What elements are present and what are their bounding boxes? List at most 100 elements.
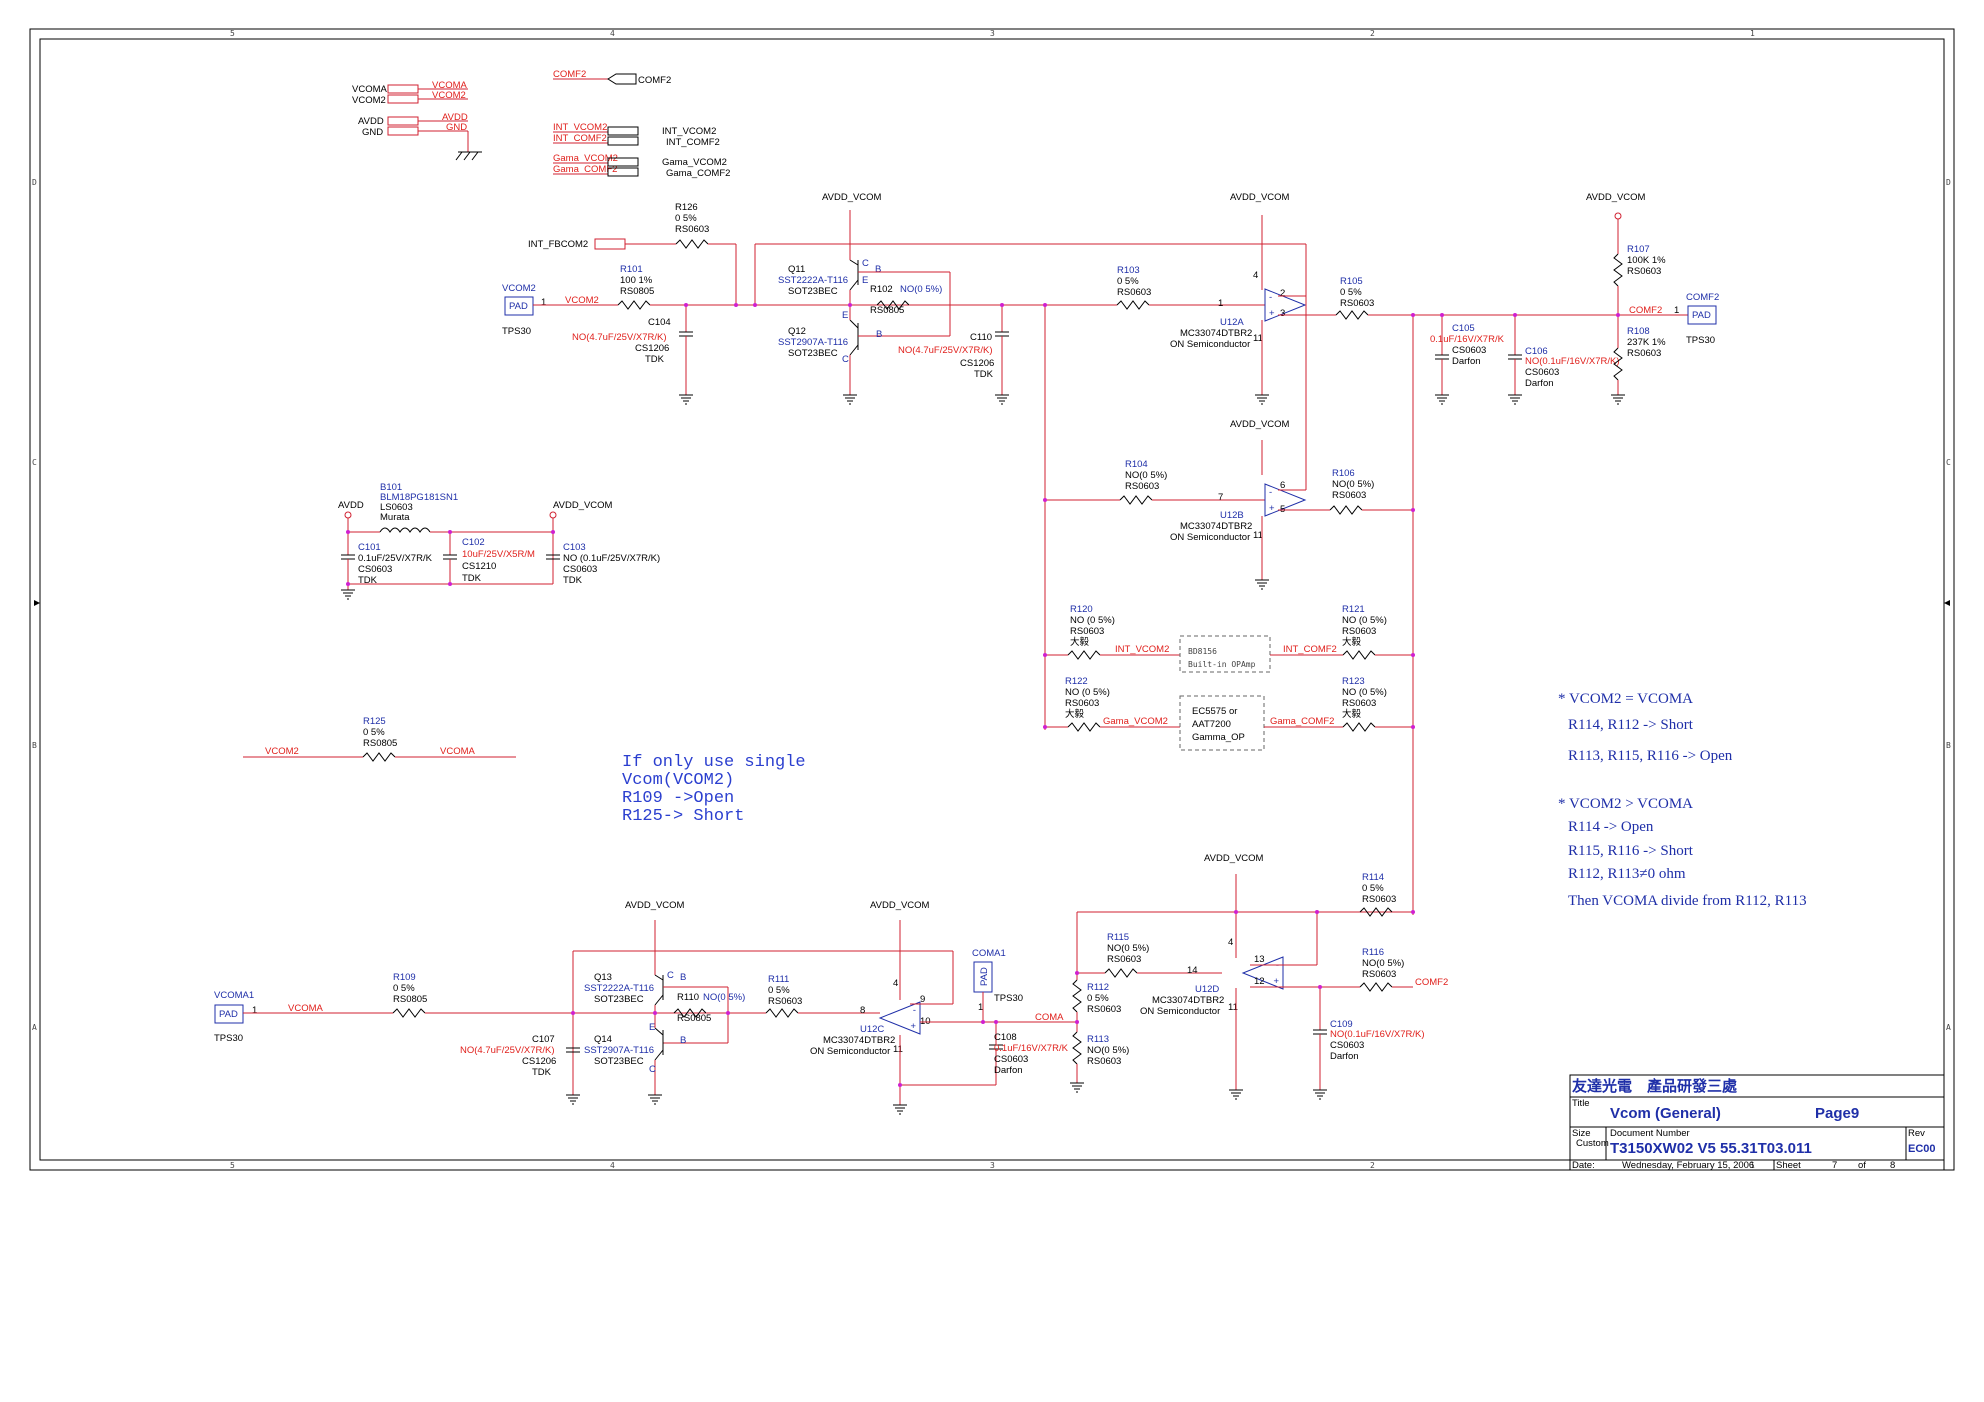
svg-text:TDK: TDK	[563, 575, 583, 586]
svg-text:RS0603: RS0603	[1117, 287, 1151, 298]
svg-text:AVDD: AVDD	[358, 116, 384, 127]
svg-text:RS0805: RS0805	[870, 305, 904, 316]
svg-text:100K 1%: 100K 1%	[1627, 255, 1666, 266]
svg-text:5: 5	[230, 1161, 235, 1170]
comf2-pad[interactable]	[1687, 305, 1717, 325]
single-vcom-note: If only use single Vcom(VCOM2) R109 ->Op…	[622, 753, 806, 826]
vcom2-pad[interactable]	[504, 296, 534, 316]
svg-text:NO(0 5%): NO(0 5%)	[1087, 1045, 1129, 1056]
svg-text:0 5%: 0 5%	[1117, 276, 1139, 287]
svg-text:GND: GND	[446, 122, 467, 133]
svg-text:NO (0 5%): NO (0 5%)	[1070, 615, 1115, 626]
svg-text:R112, R113≠0 ohm: R112, R113≠0 ohm	[1568, 866, 1686, 882]
svg-text:VCOM2: VCOM2	[565, 295, 599, 306]
svg-text:3: 3	[1280, 308, 1285, 319]
svg-text:TDK: TDK	[462, 573, 482, 584]
svg-text:RS0603: RS0603	[1362, 969, 1396, 980]
svg-text:CS0603: CS0603	[1452, 345, 1486, 356]
title-block: 友達光電 產品研發三處 Title Vcom (General) Page9 S…	[1569, 1074, 1945, 1171]
svg-text:NO(4.7uF/25V/X7R/K): NO(4.7uF/25V/X7R/K)	[898, 345, 993, 356]
svg-text:C: C	[842, 354, 849, 365]
svg-text:14: 14	[1187, 965, 1198, 976]
alt-source-section: INT_VCOM2 R120 NO (0 5%) RS0603 大毅 BD815…	[1045, 604, 1413, 751]
svg-text:Q13: Q13	[594, 972, 612, 983]
svg-text:NO(4.7uF/25V/X7R/K): NO(4.7uF/25V/X7R/K)	[572, 332, 667, 343]
svg-text:INT_COMF2: INT_COMF2	[666, 137, 720, 148]
svg-text:E: E	[862, 275, 868, 286]
svg-text:B: B	[876, 329, 882, 340]
svg-text:AVDD_VCOM: AVDD_VCOM	[625, 900, 685, 911]
svg-text:0 5%: 0 5%	[675, 213, 697, 224]
svg-text:C104: C104	[648, 317, 671, 328]
svg-text:1: 1	[1750, 29, 1755, 38]
bd8156-block	[1179, 635, 1271, 673]
svg-text:AVDD_VCOM: AVDD_VCOM	[822, 192, 882, 203]
svg-text:2: 2	[1370, 29, 1375, 38]
svg-text:BLM18PG181SN1: BLM18PG181SN1	[380, 492, 458, 503]
svg-text:Gama_VCOM2: Gama_VCOM2	[553, 153, 618, 164]
svg-text:RS0603: RS0603	[1125, 481, 1159, 492]
svg-text:R109 ->Open: R109 ->Open	[622, 789, 734, 808]
svg-text:Murata: Murata	[380, 512, 410, 523]
svg-text:C: C	[1946, 458, 1951, 467]
svg-text:1: 1	[252, 1005, 257, 1016]
svg-text:R102: R102	[870, 284, 893, 295]
svg-text:Vcom(VCOM2): Vcom(VCOM2)	[622, 771, 734, 790]
svg-text:R121: R121	[1342, 604, 1365, 615]
svg-text:RS0603: RS0603	[1070, 626, 1104, 637]
svg-text:R109: R109	[393, 972, 416, 983]
svg-text:LS0603: LS0603	[380, 502, 413, 513]
svg-text:AVDD_VCOM: AVDD_VCOM	[1204, 853, 1264, 864]
svg-text:大毅: 大毅	[1342, 636, 1362, 648]
svg-text:R106: R106	[1332, 468, 1355, 479]
svg-text:COMA: COMA	[1035, 1012, 1064, 1023]
svg-text:友達光電 產品研發三處: 友達光電 產品研發三處	[1572, 1077, 1738, 1095]
svg-text:8: 8	[860, 1005, 865, 1016]
svg-text:7: 7	[1218, 492, 1223, 503]
svg-text:VCOMA1: VCOMA1	[214, 990, 254, 1001]
vcoma1-pad[interactable]	[214, 1004, 244, 1024]
svg-text:TDK: TDK	[645, 354, 665, 365]
r125-link: VCOM2 VCOMA R125 0 5% RS0805	[243, 716, 516, 762]
svg-text:ON Semiconductor: ON Semiconductor	[1170, 532, 1250, 543]
border-ticks: 5 4 3 2 1 5 4 3 2 1 D C B A D C B A	[32, 29, 1951, 1170]
port-group-vcom: VCOMA VCOM2 VCOMA VCOM2 AVDD GND AVDD GN…	[352, 80, 482, 161]
svg-text:Gama_COMF2: Gama_COMF2	[553, 164, 617, 175]
svg-text:A: A	[1946, 1023, 1951, 1032]
svg-text:0 5%: 0 5%	[363, 727, 385, 738]
svg-text:Gama_VCOM2: Gama_VCOM2	[662, 157, 727, 168]
svg-text:B: B	[875, 264, 881, 275]
svg-text:* VCOM2 = VCOMA: * VCOM2 = VCOMA	[1558, 691, 1693, 707]
svg-text:R110: R110	[677, 992, 699, 1003]
svg-text:B101: B101	[380, 482, 402, 493]
svg-text:TDK: TDK	[974, 369, 994, 380]
svg-text:VCOM2: VCOM2	[432, 90, 466, 101]
svg-text:CS1210: CS1210	[462, 561, 496, 572]
svg-text:R125: R125	[363, 716, 386, 727]
svg-text:2: 2	[1280, 288, 1285, 299]
svg-text:C: C	[667, 970, 674, 981]
svg-text:R105: R105	[1340, 276, 1363, 287]
svg-text:VCOM2: VCOM2	[265, 746, 299, 757]
svg-text:Built-in OPAmp: Built-in OPAmp	[1188, 660, 1256, 669]
svg-text:10uF/25V/X5R/M: 10uF/25V/X5R/M	[462, 549, 535, 560]
svg-text:RS0805: RS0805	[393, 994, 427, 1005]
svg-text:4: 4	[610, 29, 615, 38]
svg-text:RS0805: RS0805	[677, 1013, 711, 1024]
svg-text:R115: R115	[1107, 932, 1129, 943]
svg-text:INT_COMF2: INT_COMF2	[553, 133, 607, 144]
svg-text:11: 11	[1253, 333, 1263, 344]
svg-text:237K 1%: 237K 1%	[1627, 337, 1666, 348]
svg-text:CS1206: CS1206	[960, 358, 994, 369]
svg-text:TPS30: TPS30	[994, 993, 1023, 1004]
svg-text:CS0603: CS0603	[994, 1054, 1028, 1065]
svg-text:VCOMA: VCOMA	[288, 1003, 324, 1014]
svg-text:U12D: U12D	[1195, 984, 1219, 995]
svg-text:CS1206: CS1206	[522, 1056, 556, 1067]
svg-text:100 1%: 100 1%	[620, 275, 653, 286]
svg-text:ON Semiconductor: ON Semiconductor	[810, 1046, 890, 1057]
svg-text:SOT23BEC: SOT23BEC	[788, 286, 838, 297]
svg-text:Sheet: Sheet	[1776, 1160, 1801, 1171]
svg-text:AVDD_VCOM: AVDD_VCOM	[1230, 192, 1290, 203]
svg-text:R108: R108	[1627, 326, 1650, 337]
